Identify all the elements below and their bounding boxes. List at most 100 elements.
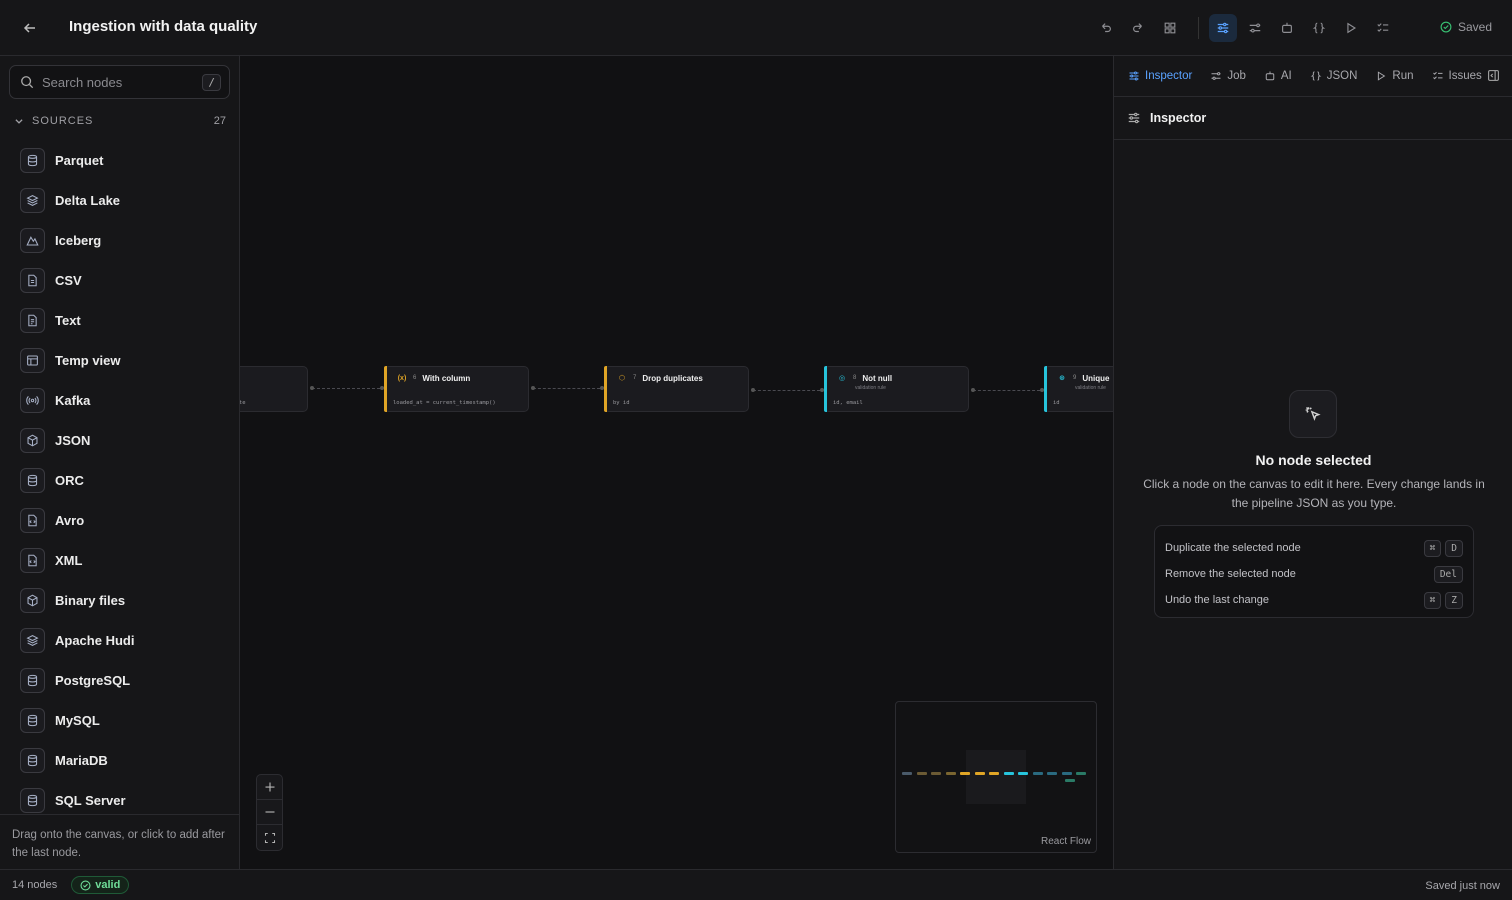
node-handle[interactable] bbox=[751, 388, 755, 392]
issues-icon bbox=[1432, 70, 1444, 82]
node-handle[interactable] bbox=[1040, 388, 1044, 392]
node-edge[interactable] bbox=[312, 388, 380, 389]
tab-label: JSON bbox=[1326, 70, 1358, 82]
file-text-icon bbox=[20, 267, 45, 293]
json-braces-icon[interactable] bbox=[1305, 14, 1333, 42]
redo-icon[interactable] bbox=[1124, 14, 1152, 42]
tab-inspector[interactable]: Inspector bbox=[1128, 70, 1192, 82]
zoom-out-button[interactable] bbox=[257, 800, 282, 825]
node-accent-bar bbox=[824, 366, 827, 412]
saved-status-text: Saved just now bbox=[1425, 880, 1500, 892]
source-item-xml[interactable]: XML bbox=[20, 540, 230, 580]
database-icon bbox=[20, 667, 45, 693]
fit-view-button[interactable] bbox=[257, 825, 282, 850]
validity-badge[interactable]: valid bbox=[71, 876, 130, 894]
tab-ai[interactable]: AI bbox=[1264, 70, 1292, 82]
shortcut-keys: ⌘D bbox=[1423, 539, 1463, 557]
json-icon bbox=[1310, 70, 1322, 82]
node-subtitle: validation rule bbox=[1075, 385, 1106, 391]
react-flow-attribution[interactable]: React Flow bbox=[1040, 836, 1091, 847]
status-bar: 14 nodes valid Saved just now bbox=[0, 869, 1512, 900]
source-item-label: CSV bbox=[55, 272, 82, 288]
ai-bot-icon[interactable] bbox=[1273, 14, 1301, 42]
shortcut-key: D bbox=[1445, 539, 1463, 557]
minimap-node bbox=[931, 772, 941, 775]
source-item-mariadb[interactable]: MariaDB bbox=[20, 740, 230, 780]
minimap-node bbox=[1018, 772, 1028, 775]
pipeline-node-partial[interactable]: _date bbox=[240, 366, 308, 412]
layout-grid-icon[interactable] bbox=[1156, 14, 1184, 42]
source-item-delta-lake[interactable]: Delta Lake bbox=[20, 180, 230, 220]
minimap[interactable]: React Flow bbox=[895, 701, 1097, 853]
box-icon bbox=[20, 587, 45, 613]
source-item-binary-files[interactable]: Binary files bbox=[20, 580, 230, 620]
layers-icon bbox=[20, 627, 45, 653]
table-icon bbox=[20, 347, 45, 373]
database-icon bbox=[20, 747, 45, 773]
source-item-parquet[interactable]: Parquet bbox=[20, 140, 230, 180]
minimap-node bbox=[1065, 779, 1075, 782]
chevron-down-icon bbox=[15, 119, 23, 124]
source-item-mysql[interactable]: MySQL bbox=[20, 700, 230, 740]
minimap-viewport[interactable] bbox=[966, 750, 1026, 804]
sources-section-header[interactable]: SOURCES 27 bbox=[14, 115, 226, 127]
node-handle[interactable] bbox=[820, 388, 824, 392]
node-handle[interactable] bbox=[380, 386, 384, 390]
node-handle[interactable] bbox=[310, 386, 314, 390]
source-item-sql-server[interactable]: SQL Server bbox=[20, 780, 230, 820]
node-edge[interactable] bbox=[753, 390, 820, 391]
node-config: _date bbox=[240, 400, 246, 406]
source-item-label: Parquet bbox=[55, 152, 104, 168]
undo-icon[interactable] bbox=[1092, 14, 1120, 42]
tab-job[interactable]: Job bbox=[1210, 70, 1246, 82]
node-handle[interactable] bbox=[600, 386, 604, 390]
back-arrow-icon[interactable] bbox=[18, 16, 42, 40]
tab-issues[interactable]: Issues bbox=[1432, 70, 1482, 82]
node-handle[interactable] bbox=[971, 388, 975, 392]
source-item-text[interactable]: Text bbox=[20, 300, 230, 340]
tab-label: Inspector bbox=[1145, 70, 1193, 82]
shortcut-keys: Del bbox=[1433, 565, 1463, 583]
collapse-panel-icon[interactable] bbox=[1487, 69, 1500, 82]
search-input[interactable] bbox=[42, 74, 192, 90]
run-play-icon[interactable] bbox=[1337, 14, 1365, 42]
source-item-kafka[interactable]: Kafka bbox=[20, 380, 230, 420]
node-handle[interactable] bbox=[531, 386, 535, 390]
minimap-node bbox=[916, 772, 927, 775]
source-item-json[interactable]: JSON bbox=[20, 420, 230, 460]
tab-run[interactable]: Run bbox=[1375, 70, 1414, 82]
inspector-toggle-icon[interactable] bbox=[1209, 14, 1237, 42]
node-type-icon: ⬡ bbox=[618, 375, 626, 382]
source-item-csv[interactable]: CSV bbox=[20, 260, 230, 300]
issues-checklist-icon[interactable] bbox=[1369, 14, 1397, 42]
source-item-avro[interactable]: Avro bbox=[20, 500, 230, 540]
source-item-label: XML bbox=[55, 552, 83, 568]
node-edge[interactable] bbox=[533, 388, 600, 389]
node-accent-bar bbox=[384, 366, 387, 412]
source-item-iceberg[interactable]: Iceberg bbox=[20, 220, 230, 260]
tab-json[interactable]: JSON bbox=[1310, 70, 1358, 82]
job-settings-icon[interactable] bbox=[1241, 14, 1269, 42]
source-item-temp-view[interactable]: Temp view bbox=[20, 340, 230, 380]
source-item-postgresql[interactable]: PostgreSQL bbox=[20, 660, 230, 700]
node-type-icon: (x) bbox=[397, 374, 407, 382]
source-item-apache-hudi[interactable]: Apache Hudi bbox=[20, 620, 230, 660]
toolbar bbox=[1092, 14, 1401, 42]
database-icon bbox=[20, 787, 45, 813]
zoom-in-button[interactable] bbox=[257, 775, 282, 800]
node-edge[interactable] bbox=[973, 390, 1040, 391]
tab-label: Job bbox=[1227, 70, 1246, 82]
node-config: id, email bbox=[833, 400, 863, 406]
source-item-orc[interactable]: ORC bbox=[20, 460, 230, 500]
file-code-icon bbox=[20, 507, 45, 533]
node-number: 6 bbox=[413, 375, 417, 381]
